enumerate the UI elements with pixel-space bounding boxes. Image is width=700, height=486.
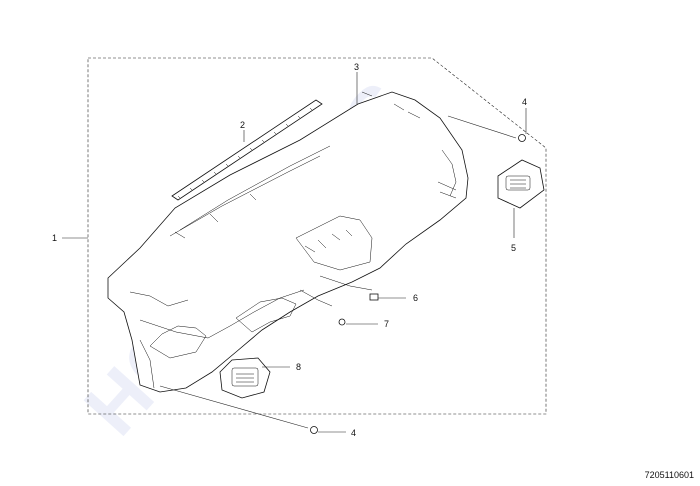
leader-4b-arrow — [159, 385, 309, 429]
callout-4-upper: 4 — [522, 97, 527, 107]
nut-7 — [338, 318, 346, 326]
screw-4-upper — [518, 134, 526, 142]
instrument-panel-body — [107, 91, 469, 393]
leader-4a-arrow — [447, 115, 517, 139]
assembly-frame — [87, 57, 547, 415]
callout-2: 2 — [240, 120, 245, 130]
center-air-vent — [219, 357, 271, 399]
callout-5: 5 — [511, 243, 516, 253]
callout-4-lower: 4 — [351, 428, 356, 438]
callout-6: 6 — [413, 293, 418, 303]
defroster-grille — [171, 99, 323, 201]
screw-4-lower — [310, 426, 318, 434]
callout-3: 3 — [354, 62, 359, 72]
drawing-number: 7205110601 — [644, 470, 694, 480]
clip-6 — [369, 293, 379, 301]
callout-8: 8 — [296, 362, 301, 372]
callout-1: 1 — [52, 233, 57, 243]
callout-7: 7 — [384, 319, 389, 329]
side-air-vent — [497, 159, 545, 209]
